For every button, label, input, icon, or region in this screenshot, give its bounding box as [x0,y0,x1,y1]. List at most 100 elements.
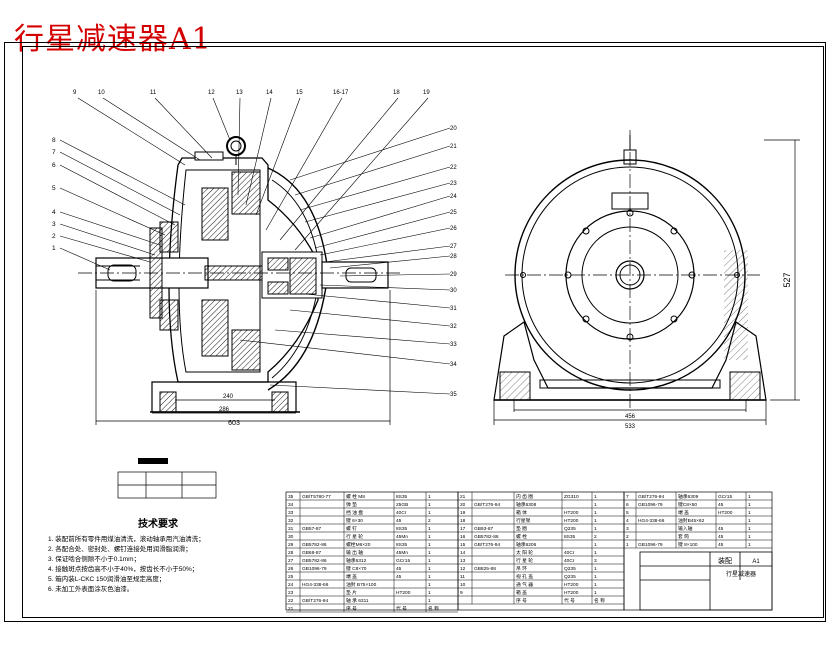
leader-label-34: 34 [450,362,457,368]
table-cell: 1 [748,534,751,540]
table-cell: 轴承6312 [346,557,367,564]
table-cell: 25 [288,574,294,580]
table-cell: 45 [396,574,402,580]
table-cell: GCr15 [718,494,732,500]
requirement-line: 1. 装配前所有零件用煤油清洗，滚动轴承用汽油清洗； [48,536,205,543]
table-cell: 输入轴 [678,525,693,532]
table-cell: 8S35 [396,526,408,532]
table-cell: 31 [288,526,294,532]
leader-label-24: 24 [450,194,457,200]
table-cell: GB/T5780-77 [302,494,331,500]
table-cell: 螺栓M6×20 [346,541,371,548]
ring-gear-upper [231,171,261,215]
dim-286: 286 [219,407,230,413]
table-cell: GB57-87 [302,526,322,532]
requirement-line: 4. 接触斑点按齿高不小于40%，按齿长不小于50%； [48,566,199,573]
table-cell: ZG310 [564,494,579,500]
table-cell: GB1096-79 [638,542,663,548]
leader-label-4: 4 [52,209,56,216]
table-cell: 1 [594,582,597,588]
dim-240: 240 [223,394,234,400]
leader-label-12: 12 [208,90,215,96]
table-cell: 7 [626,494,629,500]
table-cell: 12 [460,566,466,572]
table-cell: 序 号 [346,605,357,612]
outer-frame [4,42,826,622]
table-cell: GB5782-86 [302,558,327,564]
table-cell: 22 [288,598,294,604]
table-cell: 14 [460,550,466,556]
table-cell: 视 孔 盖 [516,573,533,580]
table-cell: 11 [460,574,465,580]
table-cell: 1 [594,574,597,580]
table-cell: 33 [288,510,294,516]
requirement-line: 3. 保证啮合侧隙不小于0.1mm； [48,556,141,563]
leader-label-32: 32 [450,324,457,330]
table-cell: HT200 [396,590,411,596]
leader-label-28: 28 [450,254,457,260]
table-cell: 轴承6206 [516,541,537,548]
table-cell: 32 [288,518,294,524]
table-cell: 名 称 [428,605,439,612]
table-cell: 1 [428,526,431,532]
table-cell: 40Cr [564,558,575,564]
table-cell: 端 盖 [346,573,357,580]
table-cell: 行 星 轮 [516,557,533,564]
housing-inner [178,169,261,373]
table-cell: 1 [428,566,431,572]
dim-456: 456 [625,414,636,420]
table-cell: 螺 栓 M8 [346,493,365,500]
leaders-top-labels: 9 10 11 12 13 14 15 16-17 18 19 [73,90,430,96]
table-cell: 油封B45×62 [678,517,705,524]
table-cell: 1 [428,502,431,508]
requirements-title: 技术要求 [138,519,178,530]
table-cell: 1 [748,526,751,532]
table-cell: 1 [594,590,597,596]
leaders-right-labels: 20 21 22 23 24 25 26 27 28 29 30 31 32 3… [450,126,457,398]
table-cell: 1 [748,542,751,548]
table-cell: 吊 环 [516,566,527,572]
table-cell: 19 [460,510,466,516]
drawing-title: 行星减速器A1 [14,22,212,57]
leader-label-20: 20 [450,126,457,132]
table-cell: 27 [288,558,294,564]
table-cell: 34 [288,502,294,508]
table-cell: GB68-87 [302,550,322,556]
table-cell: 45 [718,502,724,508]
inspection-cover [194,151,224,161]
leader-label-1: 1 [52,245,56,252]
title-block-name: 行星减速器 [726,570,756,578]
table-cell: 8S35 [396,542,408,548]
dim-533: 533 [625,424,636,430]
leader-label-33: 33 [450,342,457,348]
leader-label-19: 19 [423,90,430,96]
table-cell: 45 [718,542,724,548]
table-cell: GCr15 [396,558,410,564]
output-shaft [321,261,389,289]
table-cell: 8S35 [564,534,576,540]
table-cell: Q235 [564,574,576,580]
table-cell: 1 [594,526,597,532]
table-cell: 1 [428,590,431,596]
table-cell: HT200 [564,510,579,516]
leader-label-3: 3 [52,221,56,228]
requirement-line: 2. 各配合处、密封处、螺钉连接处用润滑脂润滑； [48,546,192,553]
table-cell: 18 [460,518,466,524]
table-cell: 箱 体 [516,509,527,516]
table-cell: 键C8×50 [678,501,697,508]
table-cell: 26 [288,566,294,572]
table-cell: Q235 [564,566,576,572]
table-cell: 2 [594,534,597,540]
leaders-left-labels: 8 7 6 5 4 3 2 1 [52,137,56,252]
table-cell: 1 [748,502,751,508]
table-cell: 29 [288,542,294,548]
requirement-line: 6. 未加工外表面涂灰色油漆。 [48,586,134,593]
table-cell: 10 [460,582,466,588]
leader-label-23: 23 [450,181,457,187]
table-cell: 行星架 [516,517,531,524]
table-cell: 垫 片 [346,589,357,596]
table-cell: 1 [594,566,597,572]
leader-label-18: 18 [393,90,400,96]
table-cell: GB5782-86 [302,542,327,548]
